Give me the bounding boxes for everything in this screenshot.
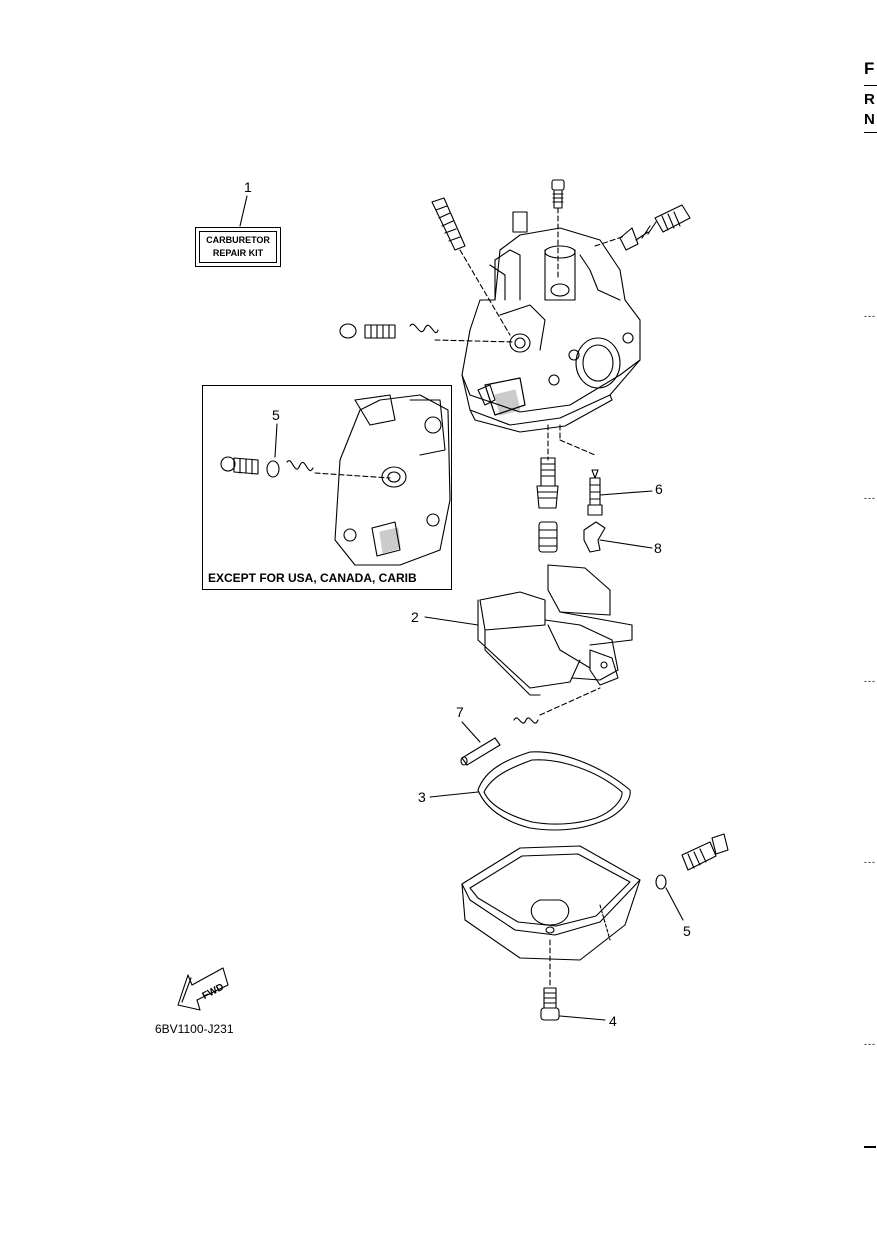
edge-dot-mark: --- [864, 857, 876, 867]
edge-rule [864, 85, 877, 86]
callout-5-bowl: 5 [683, 923, 691, 939]
inset-frame [202, 385, 452, 590]
float-pin [460, 721, 501, 766]
edge-dot-mark: --- [864, 311, 876, 321]
float-bowl-gasket [429, 751, 631, 831]
leader-line-1 [239, 195, 248, 227]
callout-1: 1 [244, 179, 252, 195]
edge-rule [864, 132, 877, 133]
main-jet-assembly [536, 457, 559, 553]
idle-screw-top [339, 323, 439, 339]
float [424, 564, 633, 696]
repair-kit-line2: REPAIR KIT [212, 248, 264, 258]
leader-line-3 [429, 791, 479, 798]
leader-line-6 [599, 490, 653, 496]
callout-6: 6 [655, 481, 663, 497]
repair-kit-label: CARBURETOR REPAIR KIT [195, 227, 281, 267]
callout-2: 2 [411, 609, 419, 625]
float-spring [513, 717, 539, 724]
leader-line-8 [599, 539, 653, 549]
repair-kit-line1: CARBURETOR [206, 235, 270, 245]
edge-dot-mark: --- [864, 1039, 876, 1049]
leader-line-4 [559, 1015, 606, 1021]
inset-idle-screw [220, 456, 314, 478]
bowl-screw [540, 939, 606, 1021]
inset-assembly-line [314, 472, 391, 479]
leader-line-7 [461, 721, 481, 743]
leader-line-5-inset [274, 423, 278, 458]
edge-dot-mark: --- [864, 676, 876, 686]
needle-valve [587, 469, 653, 516]
float-pin-line [539, 687, 601, 716]
leader-line-5-bowl [665, 887, 684, 921]
callout-4: 4 [609, 1013, 617, 1029]
carburetor-body [461, 211, 641, 433]
drain-screw-right [655, 833, 729, 921]
callout-5-inset: 5 [272, 407, 280, 423]
edge-letter-r: R [864, 91, 875, 108]
diagram-code: 6BV1100-J231 [155, 1022, 234, 1036]
inset-caption: EXCEPT FOR USA, CANADA, CARIB [208, 571, 417, 585]
float-bowl [461, 845, 641, 961]
pilot-screw-angled [431, 197, 466, 251]
assembly-lines-top [434, 207, 626, 461]
edge-letter-f: F [864, 59, 875, 78]
needle-clip [583, 521, 653, 553]
callout-3: 3 [418, 789, 426, 805]
right-adjust-screw [619, 204, 691, 251]
inset-carburetor-fragment [334, 394, 451, 566]
edge-dot-mark: --- [864, 493, 876, 503]
edge-rule [864, 1146, 876, 1148]
top-screw [551, 179, 565, 209]
callout-7: 7 [456, 704, 464, 720]
callout-8: 8 [654, 540, 662, 556]
edge-letter-n: N [864, 111, 875, 128]
fwd-arrow-icon: FWD [177, 967, 229, 1011]
leader-line-2 [424, 616, 479, 626]
